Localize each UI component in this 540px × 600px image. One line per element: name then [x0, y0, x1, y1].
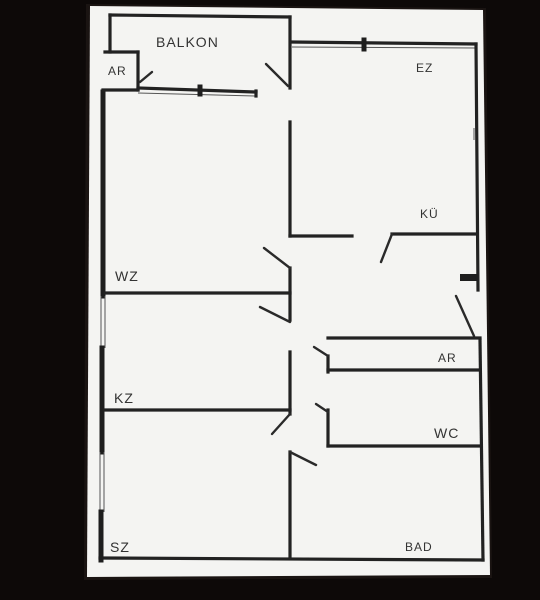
balcony-partition [101, 50, 290, 98]
room-label-kz: KZ [114, 390, 134, 406]
chimney-block [460, 274, 478, 281]
room-label-bad: BAD [405, 540, 433, 554]
room-label-balkon: BALKON [156, 34, 219, 50]
outer-walls [98, 13, 485, 563]
room-label-wc: WC [434, 425, 459, 441]
room-label-ar-mid: AR [438, 351, 457, 365]
interior-walls [103, 120, 482, 560]
room-labels: BALKON AR EZ KÜ WZ AR KZ WC SZ BAD [108, 34, 459, 555]
room-label-ar-top: AR [108, 64, 127, 78]
room-label-ku: KÜ [420, 207, 439, 221]
room-label-ez: EZ [416, 61, 433, 75]
room-label-wz: WZ [115, 268, 139, 284]
room-label-sz: SZ [110, 539, 130, 555]
